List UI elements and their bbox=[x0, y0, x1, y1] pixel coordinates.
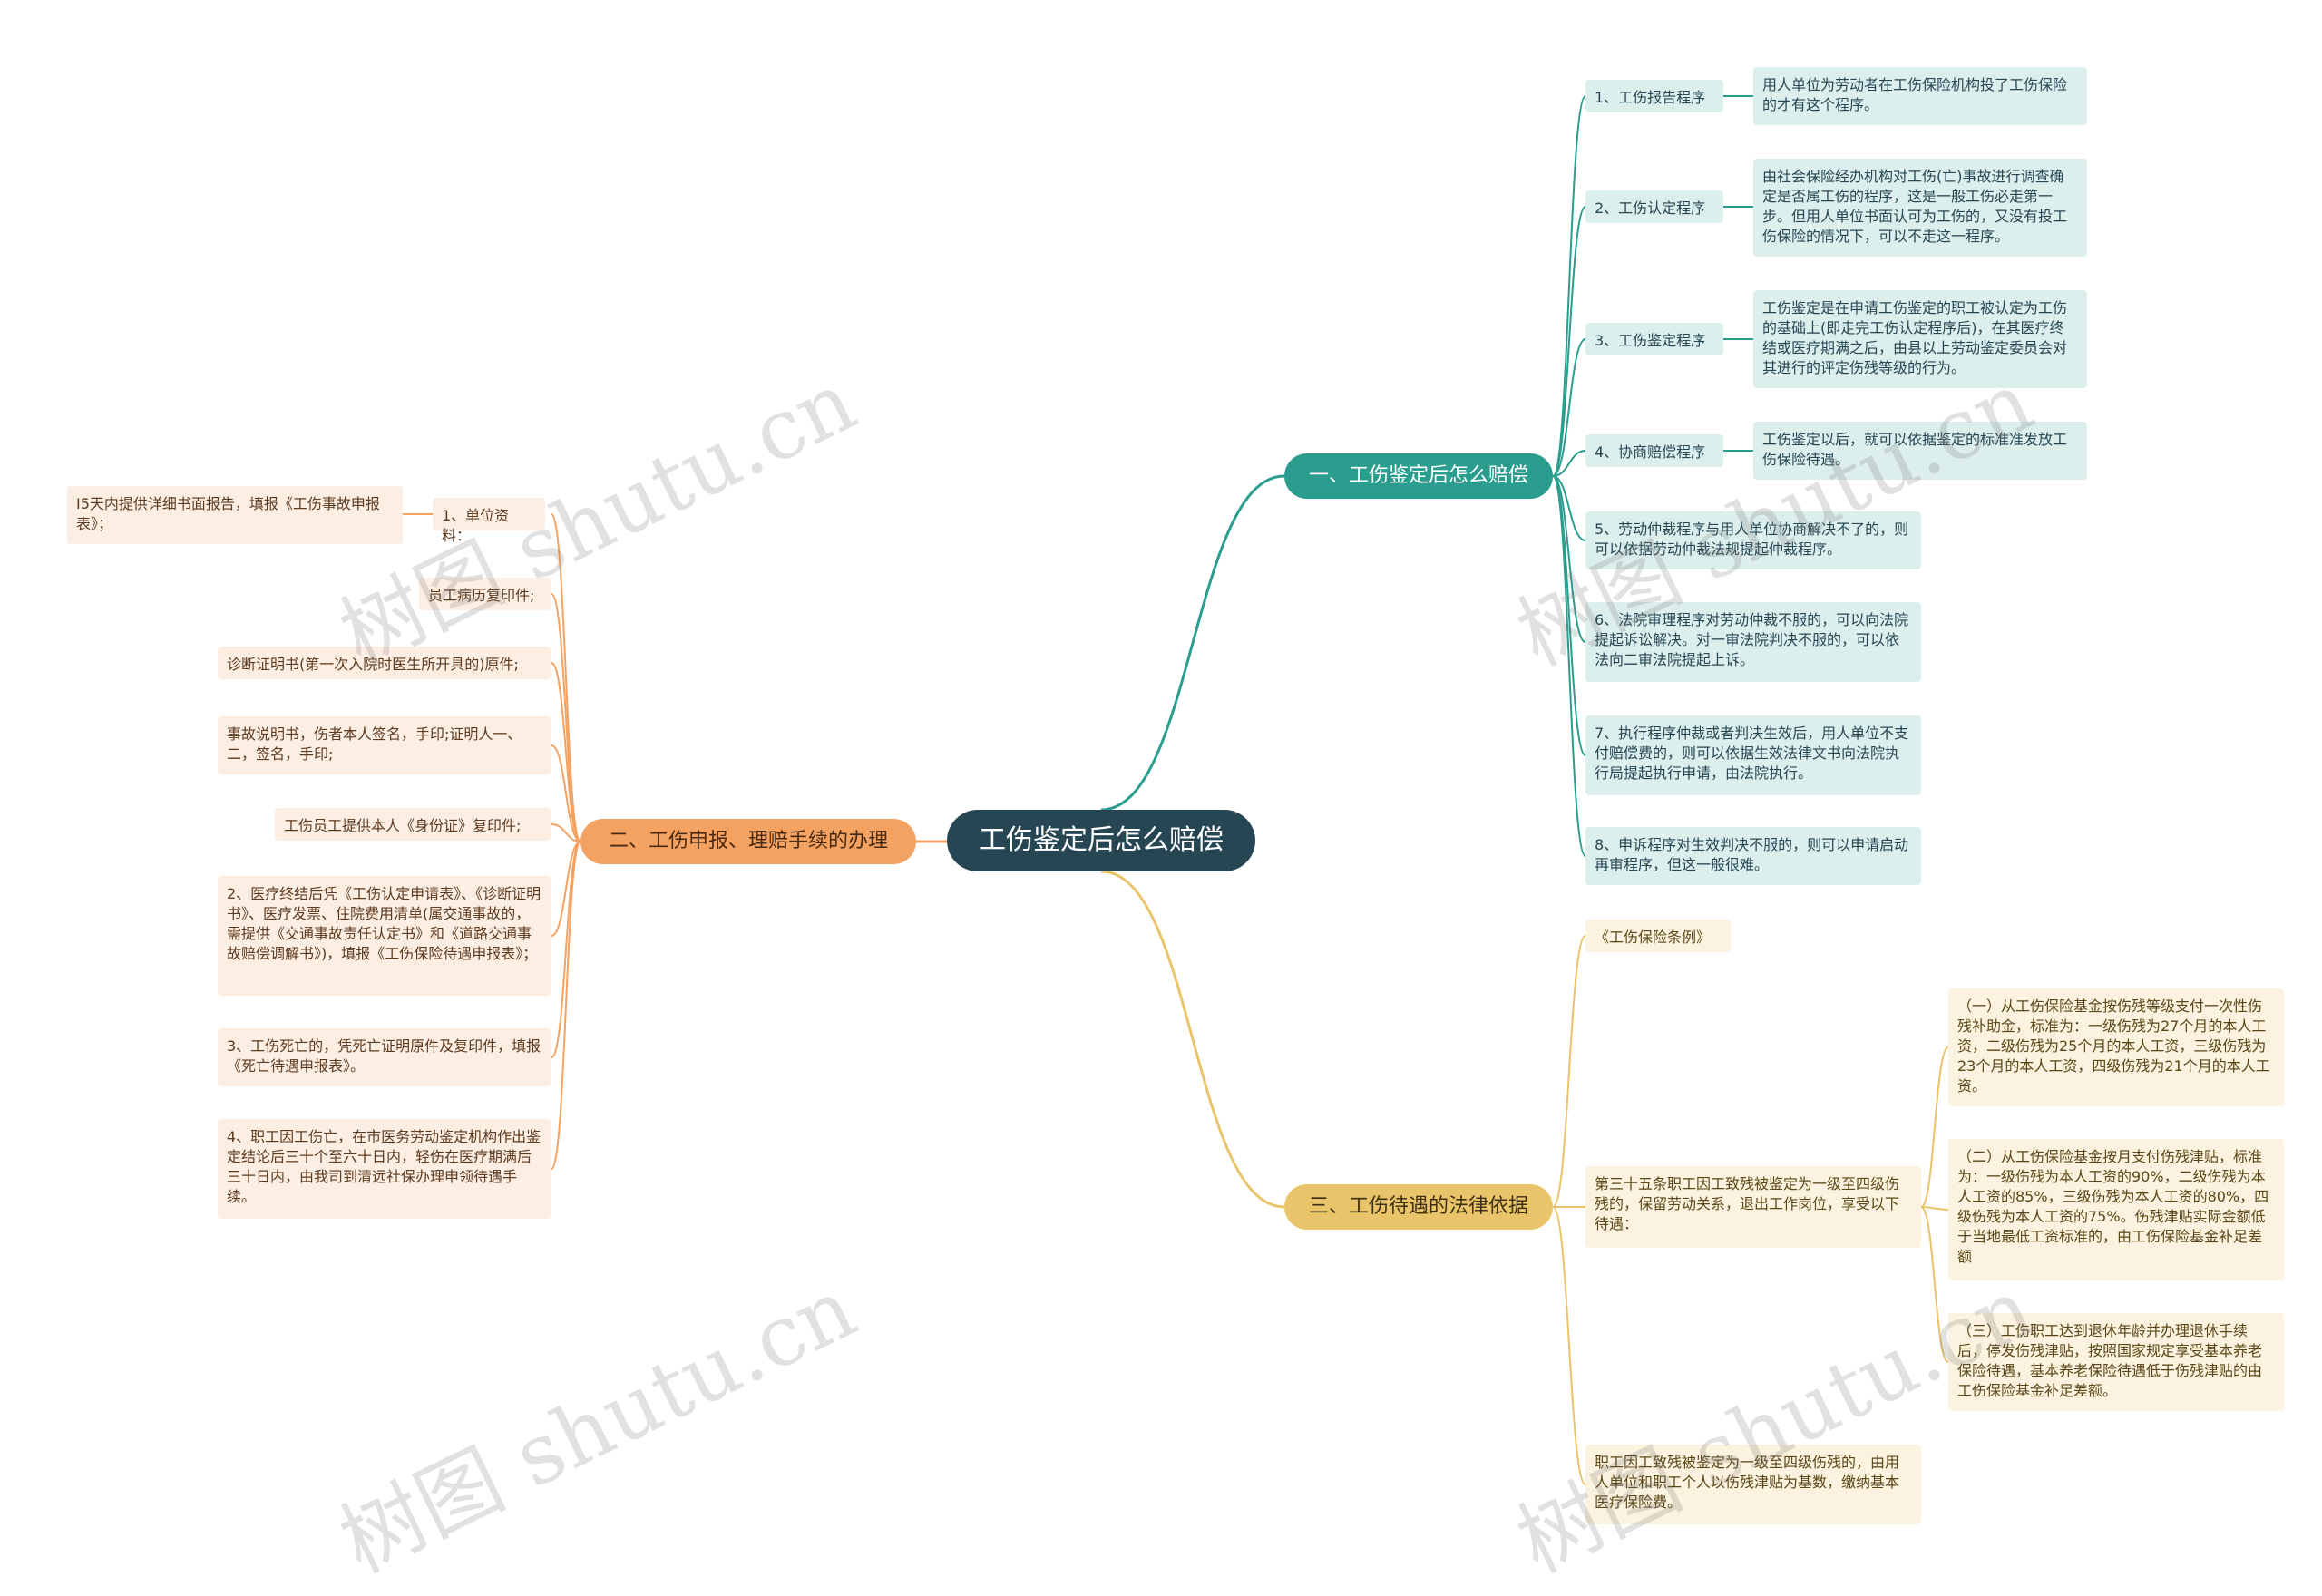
step-4-label[interactable]: 4、协商赔偿程序 bbox=[1585, 434, 1723, 467]
legal-item-article-35-benefit-1[interactable]: （一）从工伤保险基金按伤残等级支付一次性伤残补助金，标准为：一级伤残为27个月的… bbox=[1948, 988, 2284, 1106]
connector bbox=[1920, 1206, 1949, 1211]
connector bbox=[551, 841, 581, 937]
branch-compensation[interactable]: 一、工伤鉴定后怎么赔偿 bbox=[1284, 453, 1553, 499]
connector bbox=[1100, 474, 1285, 812]
claims-item-accident-statement[interactable]: 事故说明书，伤者本人签名，手印;证明人一、二，签名，手印; bbox=[218, 716, 551, 774]
branch-compensation-label: 一、工伤鉴定后怎么赔偿 bbox=[1308, 463, 1528, 487]
connector bbox=[1920, 1206, 1949, 1363]
connector bbox=[551, 823, 581, 842]
step-6[interactable]: 6、法院审理程序对劳动仲裁不服的，可以向法院提起诉讼解决。对一审法院判决不服的，… bbox=[1585, 602, 1921, 682]
step-7[interactable]: 7、执行程序仲裁或者判决生效后，用人单位不支付赔偿费的，则可以依据生效法律文书向… bbox=[1585, 715, 1921, 795]
connector bbox=[1552, 475, 1586, 857]
branch-claims-procedure[interactable]: 二、工伤申报、理赔手续的办理 bbox=[580, 819, 916, 864]
legal-item-regulation[interactable]: 《工伤保险条例》 bbox=[1585, 920, 1731, 952]
connector bbox=[1552, 475, 1586, 756]
connector bbox=[551, 662, 581, 842]
connector bbox=[1552, 935, 1586, 1208]
step-1-detail[interactable]: 用人单位为劳动者在工伤保险机构投了工伤保险的才有这个程序。 bbox=[1753, 67, 2087, 125]
connector bbox=[1100, 870, 1285, 1209]
claims-item-diagnosis-certificate[interactable]: 诊断证明书(第一次入院时医生所开具的)原件; bbox=[218, 647, 551, 679]
connector bbox=[1552, 338, 1586, 477]
step-8[interactable]: 8、申诉程序对生效判决不服的，则可以申请启动再审程序，但这一般很难。 bbox=[1585, 827, 1921, 885]
step-2-label[interactable]: 2、工伤认定程序 bbox=[1585, 190, 1723, 223]
connector bbox=[1920, 1046, 1949, 1208]
legal-item-article-35-benefit-2[interactable]: （二）从工伤保险基金按月支付伤残津贴，标准为：一级伤残为本人工资的90%，二级伤… bbox=[1948, 1139, 2284, 1280]
root-node[interactable]: 工伤鉴定后怎么赔偿 bbox=[947, 810, 1255, 871]
claims-item-medical-record[interactable]: 员工病历复印件; bbox=[419, 578, 551, 610]
claims-item-unit-materials[interactable]: 1、单位资料： bbox=[433, 498, 545, 544]
connector bbox=[551, 841, 581, 1058]
connector bbox=[1552, 95, 1586, 477]
step-3-label[interactable]: 3、工伤鉴定程序 bbox=[1585, 323, 1723, 355]
legal-item-medical-insurance[interactable]: 职工因工致残被鉴定为一级至四级伤残的，由用人单位和职工个人以伤残津贴为基数，缴纳… bbox=[1585, 1445, 1921, 1524]
connector bbox=[1552, 206, 1586, 477]
branch-legal-basis-label: 三、工伤待遇的法律依据 bbox=[1308, 1194, 1528, 1218]
connector bbox=[1552, 1206, 1586, 1485]
connector bbox=[551, 593, 581, 842]
connector bbox=[551, 841, 581, 1170]
connector bbox=[1552, 475, 1586, 643]
claims-item-unit-materials-detail[interactable]: I5天内提供详细书面报告，填报《工伤事故申报表》； bbox=[67, 486, 403, 544]
claims-item-death[interactable]: 3、工伤死亡的，凭死亡证明原件及复印件，填报《死亡待遇申报表》。 bbox=[218, 1028, 551, 1086]
legal-item-article-35[interactable]: 第三十五条职工因工致残被鉴定为一级至四级伤残的，保留劳动关系，退出工作岗位，享受… bbox=[1585, 1166, 1921, 1248]
connector bbox=[1552, 450, 1586, 477]
legal-item-article-35-benefit-3[interactable]: （三）工伤职工达到退休年龄并办理退休手续后，停发伤残津贴，按照国家规定享受基本养… bbox=[1948, 1313, 2284, 1411]
step-3-detail[interactable]: 工伤鉴定是在申请工伤鉴定的职工被认定为工伤的基础上(即走完工伤认定程序后)，在其… bbox=[1753, 290, 2087, 388]
claims-item-appraisal-deadline[interactable]: 4、职工因工伤亡，在市医务劳动鉴定机构作出鉴定结论后三十个至六十日内，轻伤在医疗… bbox=[218, 1119, 551, 1219]
step-4-detail[interactable]: 工伤鉴定以后，就可以依据鉴定的标准准发放工伤保险待遇。 bbox=[1753, 422, 2087, 480]
root-label: 工伤鉴定后怎么赔偿 bbox=[979, 824, 1224, 857]
branch-claims-procedure-label: 二、工伤申报、理赔手续的办理 bbox=[608, 829, 888, 852]
claims-item-medical-termination[interactable]: 2、医疗终结后凭《工伤认定申请表》、《诊断证明书》、医疗发票、住院费用清单(属交… bbox=[218, 876, 551, 996]
step-1-label[interactable]: 1、工伤报告程序 bbox=[1585, 80, 1723, 112]
connector bbox=[1552, 475, 1586, 541]
claims-item-id-copy[interactable]: 工伤员工提供本人《身份证》复印件; bbox=[275, 808, 551, 841]
step-2-detail[interactable]: 由社会保险经办机构对工伤(亡)事故进行调查确定是否属工伤的程序，这是一般工伤必走… bbox=[1753, 159, 2087, 257]
branch-legal-basis[interactable]: 三、工伤待遇的法律依据 bbox=[1284, 1184, 1553, 1230]
step-5[interactable]: 5、劳动仲裁程序与用人单位协商解决不了的，则可以依据劳动仲裁法规提起仲裁程序。 bbox=[1585, 511, 1921, 569]
connector bbox=[551, 744, 581, 842]
